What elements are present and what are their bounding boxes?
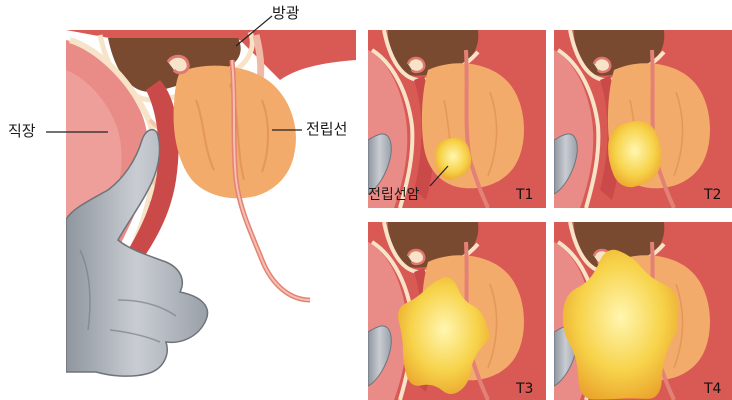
stage-panel-t4 [554,222,732,400]
rectum-label: 직장 [8,124,36,139]
stage-label-t1: T1 [516,188,533,202]
stage-label-t4: T4 [704,382,721,396]
stage-panel-t1 [368,30,546,208]
prostate-cancer-label: 전립선암 [368,188,420,202]
stage-panels [368,30,732,400]
main-anatomy-illustration [66,30,356,376]
stage-label-t2: T2 [704,188,721,202]
stage-panel-t3 [368,222,546,400]
bladder-label: 방광 [272,6,300,21]
prostate-label: 전립선 [306,122,347,137]
stage-label-t3: T3 [516,382,533,396]
stage-panel-t2 [554,30,732,208]
